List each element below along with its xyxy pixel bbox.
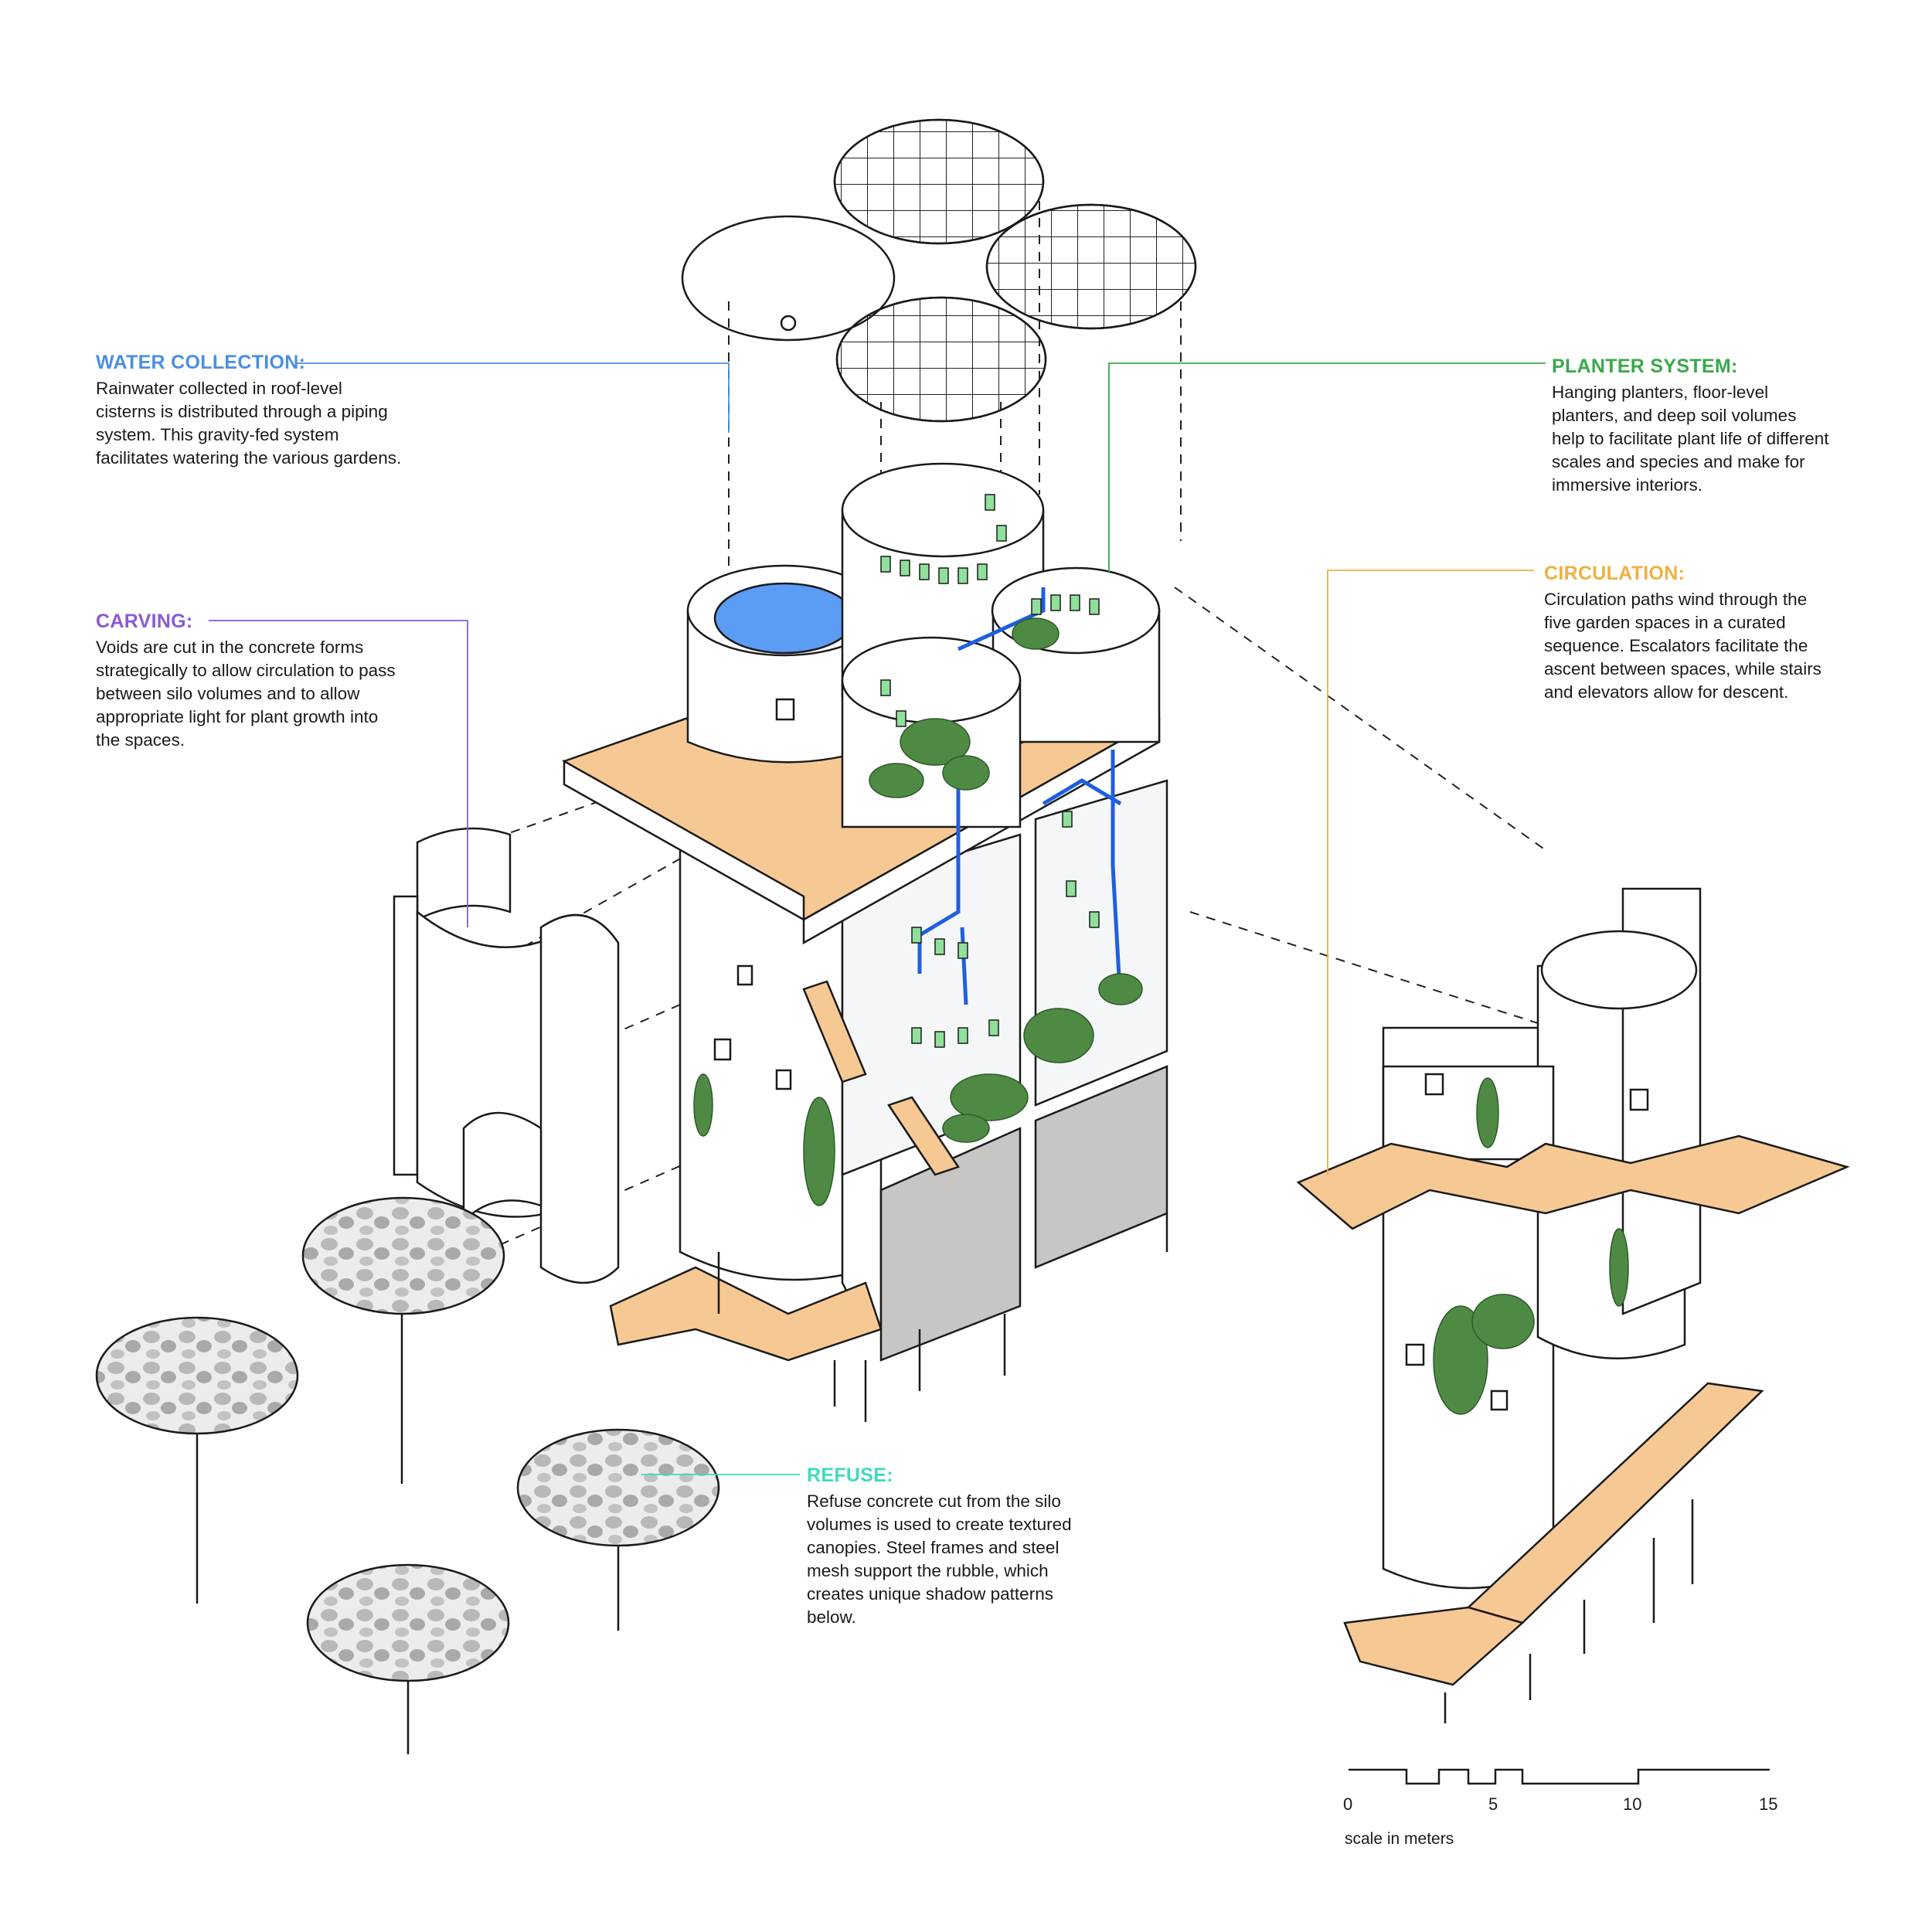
cistern-lid [681, 215, 896, 342]
planter-leader [1108, 362, 1546, 572]
lower-deck [609, 1266, 883, 1362]
scale-label-0: 0 [1343, 1794, 1353, 1814]
circulation-title: CIRCULATION: [1544, 563, 1685, 584]
dome-right [985, 203, 1197, 330]
plants [693, 617, 1143, 1206]
concrete-base-left [879, 1127, 1022, 1362]
water-leader [295, 362, 730, 433]
dome-top [833, 118, 1045, 245]
refuse-title: REFUSE: [807, 1464, 893, 1486]
rubble-canopies [95, 1196, 720, 1754]
circulation-tower-plants [1433, 1077, 1629, 1415]
dome-front [835, 296, 1047, 423]
cistern-water [713, 582, 855, 655]
hanging-planters [880, 494, 1100, 1048]
circulation-deck [1296, 1134, 1850, 1230]
circulation-annotation: CIRCULATION: Circulation paths wind thro… [1544, 563, 1838, 704]
water-collection-title: WATER COLLECTION: [96, 352, 306, 373]
circulation-tower [1296, 887, 1850, 1723]
carving-annotation: CARVING: Voids are cut in the concrete f… [96, 611, 405, 752]
scale-bar [1349, 1768, 1770, 1785]
carving-leader [209, 620, 468, 927]
leader-lines [209, 362, 1546, 1475]
scale-label-5: 5 [1488, 1794, 1498, 1814]
planter-system-annotation: PLANTER SYSTEM: Hanging planters, floor-… [1552, 355, 1830, 497]
water-collection-annotation: WATER COLLECTION: Rainwater collected in… [96, 352, 405, 470]
circulation-body: Circulation paths wind through the five … [1544, 590, 1821, 702]
planter-system-title: PLANTER SYSTEM: [1552, 355, 1738, 377]
refuse-annotation: REFUSE: Refuse concrete cut from the sil… [807, 1464, 1100, 1629]
carving-body: Voids are cut in the concrete forms stra… [96, 638, 396, 750]
water-collection-body: Rainwater collected in roof-level cister… [96, 379, 402, 468]
circulation-leader [1327, 570, 1534, 1175]
scale-label-15: 15 [1759, 1794, 1778, 1814]
roof-level [681, 118, 1197, 423]
carving-title: CARVING: [96, 611, 193, 632]
planter-system-body: Hanging planters, floor-level planters, … [1552, 383, 1829, 495]
refuse-body: Refuse concrete cut from the silo volume… [807, 1492, 1072, 1627]
carved-silo-pieces [393, 827, 620, 1284]
piping-system [917, 587, 1123, 1005]
scale-caption: scale in meters [1345, 1830, 1454, 1848]
scale-label-10: 10 [1623, 1794, 1642, 1814]
